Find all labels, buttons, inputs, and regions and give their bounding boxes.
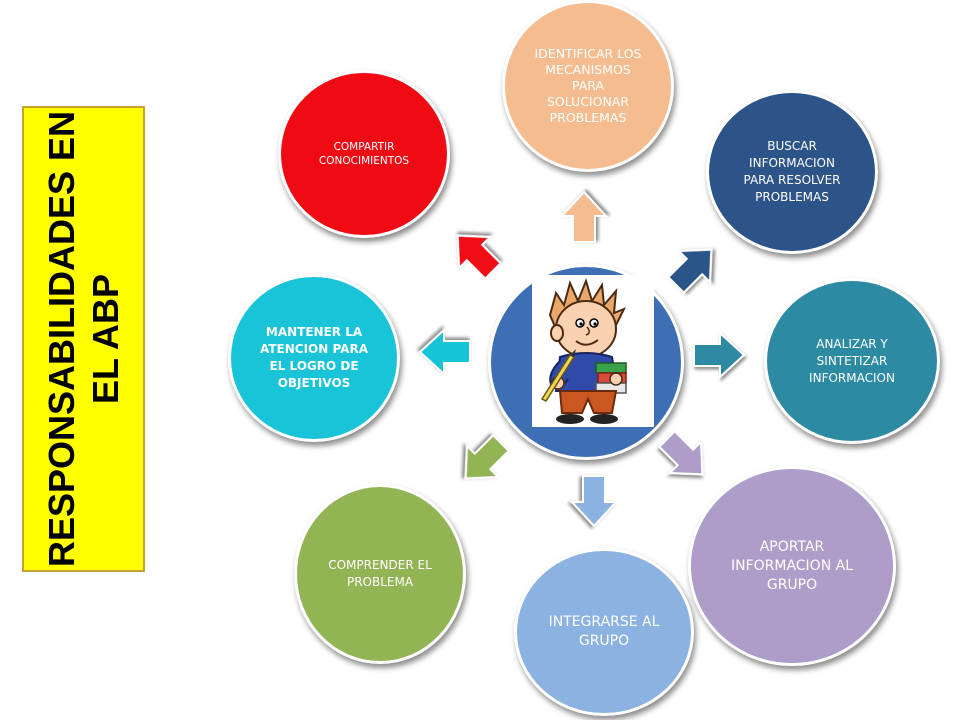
node-compartir-text: COMPARTIR CONOCIMIENTOS	[318, 141, 410, 167]
arrow-identificar	[559, 190, 609, 243]
node-identificar: IDENTIFICAR LOS MECANISMOS PARA SOLUCION…	[502, 0, 674, 172]
node-aportar: APORTAR INFORMACION AL GRUPO	[688, 466, 896, 666]
node-mantener: MANTENER LA ATENCION PARA EL LOGRO DE OB…	[228, 274, 400, 442]
arrow-integrarse	[569, 475, 619, 528]
student-boy-with-books-icon	[532, 275, 654, 427]
node-aportar-text: APORTAR INFORMACION AL GRUPO	[730, 538, 854, 593]
node-mantener-text: MANTENER LA ATENCION PARA EL LOGRO DE OB…	[260, 325, 368, 390]
arrow-analizar	[693, 330, 746, 380]
title-box: RESPONSABILIDADES EN EL ABP	[22, 106, 145, 572]
arrow-mantener	[418, 327, 471, 377]
node-integrarse-text: INTEGRARSE AL GRUPO	[548, 614, 660, 649]
node-identificar-text: IDENTIFICAR LOS MECANISMOS PARA SOLUCION…	[534, 46, 642, 125]
arrow-comprender	[464, 433, 511, 480]
node-compartir: COMPARTIR CONOCIMIENTOS	[278, 70, 450, 238]
node-comprender-text: COMPRENDER EL PROBLEMA	[328, 558, 432, 589]
node-analizar: ANALIZAR Y SINTETIZAR INFORMACION	[764, 278, 940, 444]
node-comprender: COMPRENDER EL PROBLEMA	[294, 484, 466, 664]
arrow-buscar	[666, 248, 713, 295]
node-buscar-text: BUSCAR INFORMACION PARA RESOLVER PROBLEM…	[743, 139, 841, 204]
arrow-aportar	[657, 429, 704, 476]
node-buscar: BUSCAR INFORMACION PARA RESOLVER PROBLEM…	[706, 90, 878, 254]
node-analizar-text: ANALIZAR Y SINTETIZAR INFORMACION	[809, 336, 895, 385]
arrow-compartir	[456, 234, 503, 281]
node-integrarse: INTEGRARSE AL GRUPO	[514, 548, 694, 716]
